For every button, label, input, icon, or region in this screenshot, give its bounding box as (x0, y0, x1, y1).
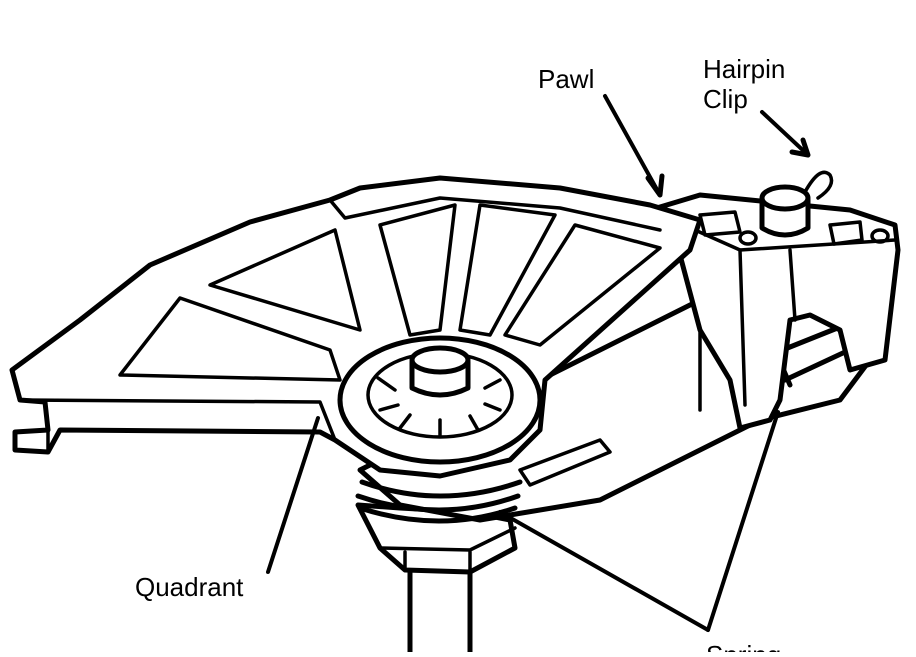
spring-leader-1 (498, 510, 710, 632)
shaft (407, 557, 473, 655)
quadrant-leader (266, 416, 320, 574)
pawl-block (647, 170, 901, 431)
label-quadrant: Quadrant (135, 572, 244, 602)
spring-coils (355, 479, 523, 524)
hairpin-clip-leader (760, 110, 810, 157)
hub (337, 335, 543, 465)
label-hairpin-line1: Hairpin (703, 54, 785, 84)
spring-leader-2 (706, 410, 780, 632)
leader-lines (266, 94, 811, 632)
label-spring: Spring (706, 640, 781, 652)
label-pawl: Pawl (538, 64, 594, 94)
label-hairpin-line2: Clip (703, 84, 748, 114)
